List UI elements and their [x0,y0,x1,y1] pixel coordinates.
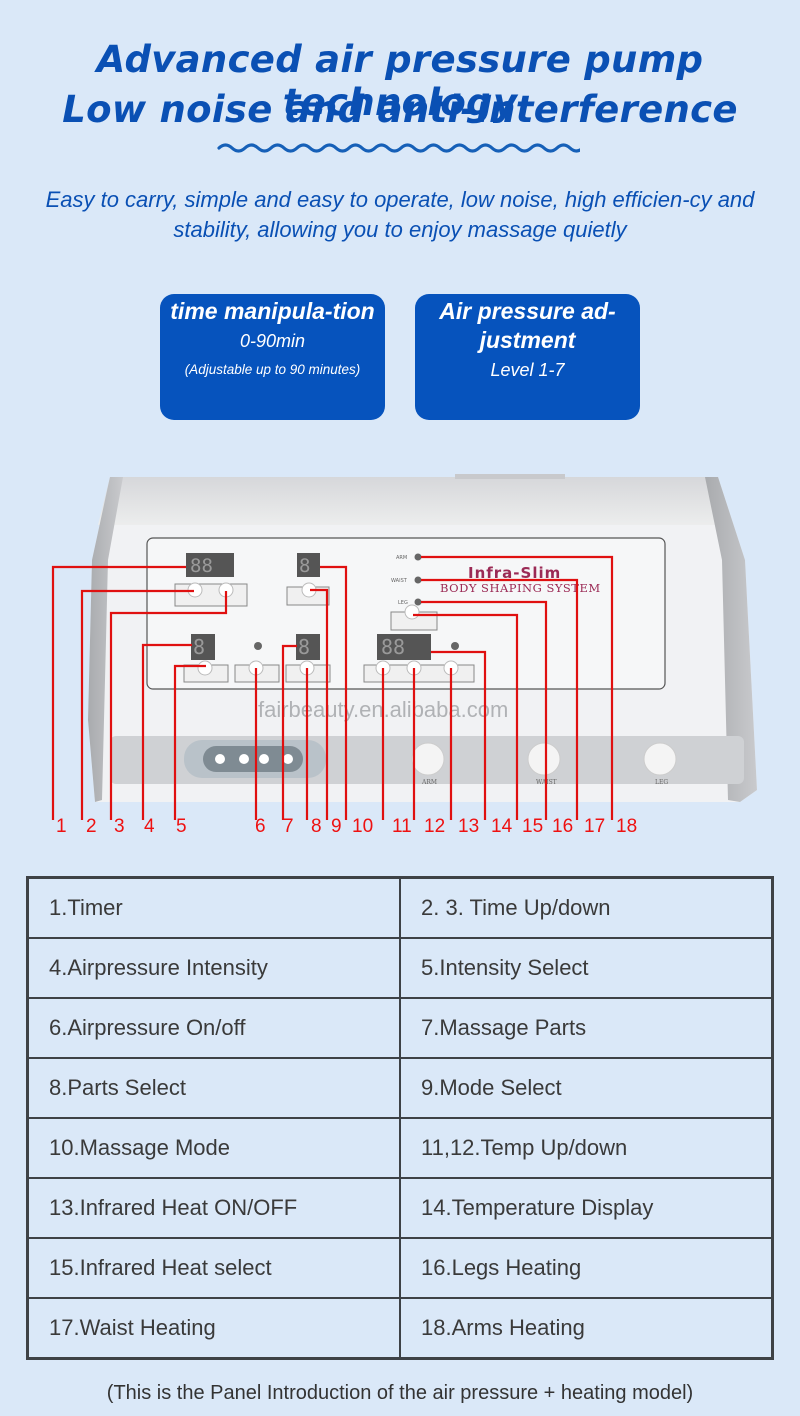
table-cell: 6.Airpressure On/off [26,997,401,1059]
brand-subtitle: BODY SHAPING SYSTEM [440,581,601,595]
table-cell: 4.Airpressure Intensity [26,937,401,999]
callout-number: 4 [144,816,155,837]
callout-line [421,555,614,820]
callout-number: 17 [584,816,606,837]
table-cell: 13.Infrared Heat ON/OFF [26,1177,401,1239]
indicator-leds [254,553,459,650]
device-top [98,477,732,525]
svg-text:ARM: ARM [421,779,437,786]
svg-text:LEG: LEG [655,779,668,786]
feature-card-title: time manipula-tion [170,298,375,324]
device-side-right [705,477,757,802]
callout-line [281,644,297,820]
indicator-label-arm: ARM [396,555,407,561]
indicator-label-leg: LEG [398,600,408,606]
callout-line [80,589,194,820]
table-cell: 2. 3. Time Up/down [399,876,774,939]
svg-text:8: 8 [193,635,205,659]
wavy-divider [217,143,580,153]
table-cell: 7.Massage Parts [399,997,774,1059]
table-cell: 5.Intensity Select [399,937,774,999]
table-cell: 10.Massage Mode [26,1117,401,1179]
feature-card-note: (Adjustable up to 90 minutes) [184,362,361,377]
svg-text:88: 88 [190,555,213,577]
table-cell: 15.Infrared Heat select [26,1237,401,1299]
headline-line-2: Low noise and anti-interference [62,88,738,131]
panel-buttons [174,582,475,683]
callout-number: 11 [392,816,412,837]
feature-card-value: 0-90min [239,331,306,351]
callout-line [141,643,192,820]
callout-number: 8 [311,816,322,837]
callout-number: 2 [86,816,97,837]
device-side-left [88,477,123,802]
device-illustration: 88 8 8 8 88 ARM WAIST LEG Infra-Slim BOD… [51,474,757,820]
table-cell: 17.Waist Heating [26,1297,401,1360]
description: Easy to carry, simple and easy to operat… [45,187,755,242]
callout-number: 13 [458,816,480,837]
table-cell: 14.Temperature Display [399,1177,774,1239]
callout-number: 15 [522,816,544,837]
callout-line [173,664,206,820]
callout-line [413,613,519,820]
callout-number: 14 [491,816,513,837]
callout-number: 16 [552,816,574,837]
callout-line [431,650,487,820]
feature-card-air-pressure: Air pressure ad-justment Level 1-7 [415,294,640,420]
feature-card-value: Level 1-7 [490,360,565,380]
table-cell: 16.Legs Heating [399,1237,774,1299]
table-cell: 1.Timer [26,876,401,939]
feature-card-time: time manipula-tion 0-90min (Adjustable u… [160,294,385,420]
headline-line-1: Advanced air pressure pump technology [96,38,704,124]
callout-number: 18 [616,816,638,837]
callout-line [51,565,186,820]
callout-line [421,578,579,820]
callout-line [421,600,548,820]
callout-number: 5 [176,816,187,837]
indicator-label-waist: WAIST [391,578,408,584]
callout-number: 10 [352,816,374,837]
description-text: Easy to carry, simple and easy to operat… [30,185,770,245]
callout-number: 6 [255,816,266,837]
svg-text:8: 8 [298,635,310,659]
led-displays: 88 8 8 8 88 [186,553,431,660]
callout-number: 7 [283,816,294,837]
table-cell: 18.Arms Heating [399,1297,774,1360]
callout-line [109,591,228,820]
callout-number: 3 [114,816,125,837]
table-cell: 11,12.Temp Up/down [399,1117,774,1179]
callout-line [310,588,329,820]
table-cell: 9.Mode Select [399,1057,774,1119]
callout-number: 9 [331,816,342,837]
callout-number: 12 [424,816,446,837]
callout-line [320,565,348,820]
brand-name: Infra-Slim [468,564,561,582]
table-cell: 8.Parts Select [26,1057,401,1119]
caption: (This is the Panel Introduction of the a… [106,1382,694,1404]
svg-text:88: 88 [381,635,405,659]
feature-card-title: Air pressure ad-justment [439,298,616,353]
callout-number: 1 [56,816,67,837]
svg-text:8: 8 [299,555,310,577]
